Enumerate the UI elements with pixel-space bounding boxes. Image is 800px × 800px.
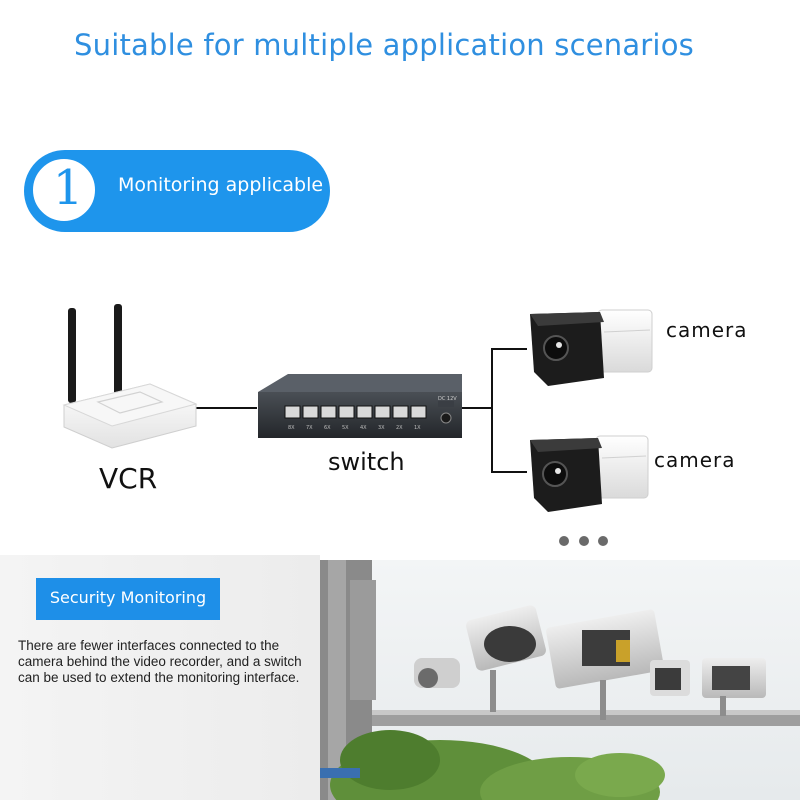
- vcr-label: VCR: [99, 462, 158, 495]
- switch-dc-label: DC 12V: [438, 396, 457, 402]
- port-label: 7X: [306, 425, 313, 431]
- network-diagram: 8X 7X 6X 5X 4X 3X 2X 1X DC 12V: [62, 304, 653, 546]
- badge-label: Security Monitoring: [49, 588, 207, 607]
- camera-1: [530, 309, 653, 386]
- port-label: 6X: [324, 425, 331, 431]
- vcr-device: [62, 304, 198, 449]
- page-title: Suitable for multiple application scenar…: [74, 28, 694, 62]
- port-label: 4X: [360, 425, 367, 431]
- security-cameras-photo: [320, 560, 800, 800]
- switch-device: [258, 374, 462, 438]
- switch-ports: [284, 405, 427, 419]
- section-number: 1: [52, 160, 84, 216]
- port-label: 3X: [378, 425, 385, 431]
- switch-power-jack: [440, 412, 452, 424]
- camera-2: [530, 435, 649, 512]
- security-monitoring-badge: [36, 578, 220, 620]
- port-label: 8X: [288, 425, 295, 431]
- section-number-circle: [30, 156, 98, 224]
- camera-label-1: camera: [666, 318, 748, 342]
- connection-lines: [195, 348, 527, 473]
- panel-description: There are fewer interfaces connected to …: [18, 638, 302, 685]
- section-label: Monitoring applicable: [118, 174, 324, 196]
- port-label: 5X: [342, 425, 349, 431]
- port-label: 1X: [414, 425, 421, 431]
- port-label: 2X: [396, 425, 403, 431]
- switch-label: switch: [328, 448, 405, 476]
- section-pill: [24, 150, 330, 232]
- vcr-antenna-right: [114, 304, 122, 403]
- camera-branch-line: [491, 348, 527, 473]
- vcr-antenna-left: [68, 308, 76, 403]
- camera-label-2: camera: [654, 448, 736, 472]
- more-dots-icon: [559, 536, 608, 546]
